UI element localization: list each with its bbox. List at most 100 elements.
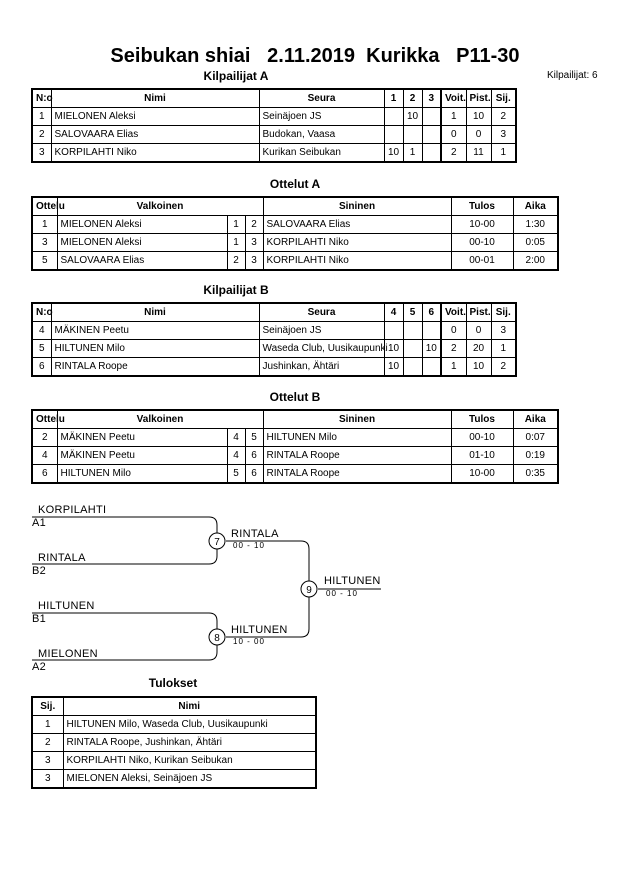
cell-time: 0:05	[512, 233, 559, 252]
sf2-top-seed: B1	[32, 613, 46, 625]
table-row: 5 SALOVAARA Elias 2 3 KORPILAHTI Niko 00…	[31, 251, 559, 271]
col-name: Nimi	[50, 88, 260, 108]
cell-points: 10	[465, 107, 492, 126]
cell-rank: 2	[490, 357, 517, 377]
table-row: 3 MIELONEN Aleksi 1 3 KORPILAHTI Niko 00…	[31, 233, 559, 252]
results-heading: Tulokset	[148, 676, 198, 690]
cell-time: 0:07	[512, 428, 559, 447]
col-r1: 4	[383, 302, 404, 322]
sf2-match-number: 8	[214, 633, 220, 644]
col-match: Ottelu	[31, 196, 65, 216]
cell-result: 10-00	[450, 215, 514, 234]
col-white: Valkoinen	[56, 409, 264, 429]
cell-match: 3	[31, 233, 58, 252]
cell-blue-no: 6	[244, 446, 264, 465]
cell-points: 10	[465, 357, 492, 377]
pool-a-heading: Kilpailijat A	[203, 69, 269, 83]
matches-a-header-row: Ottelu Valkoinen Sininen Tulos Aika	[31, 196, 559, 216]
cell-rank: 3	[31, 769, 64, 789]
cell-entry: KORPILAHTI Niko, Kurikan Seibukan	[62, 751, 317, 770]
cell-r2	[402, 125, 423, 144]
col-time: Aika	[512, 409, 559, 429]
cell-blue: SALOVAARA Elias	[262, 215, 452, 234]
final-bracket-line	[226, 540, 310, 638]
cell-blue: KORPILAHTI Niko	[262, 251, 452, 271]
col-points: Pist.	[465, 302, 492, 322]
cell-r2	[402, 357, 423, 377]
cell-r1	[383, 107, 404, 126]
cell-club: Kurikan Seibukan	[258, 143, 385, 163]
cell-wins: 2	[440, 143, 467, 163]
cell-r3	[421, 107, 442, 126]
cell-white-no: 1	[226, 233, 246, 252]
cell-points: 20	[465, 339, 492, 358]
col-no: N:o	[31, 302, 53, 322]
cell-club: Jushinkan, Ähtäri	[258, 357, 385, 377]
cell-no: 1	[31, 107, 52, 126]
cell-r2: 1	[402, 143, 423, 163]
cell-white: SALOVAARA Elias	[56, 251, 228, 271]
cell-match: 2	[31, 428, 58, 447]
col-club: Seura	[258, 302, 385, 322]
cell-club: Waseda Club, Uusikaupunki	[258, 339, 388, 358]
cell-entry: RINTALA Roope, Jushinkan, Ähtäri	[62, 733, 317, 752]
col-r3: 3	[421, 88, 442, 108]
col-name: Nimi	[50, 302, 260, 322]
cell-result: 00-10	[450, 428, 514, 447]
table-row: 3 MIELONEN Aleksi, Seinäjoen JS	[31, 769, 317, 789]
cell-name: MÄKINEN Peetu	[50, 321, 260, 340]
pool-a-header-row: N:o Nimi Seura 1 2 3 Voit. Pist. Sij.	[31, 88, 517, 108]
col-time: Aika	[512, 196, 559, 216]
col-no: N:o	[31, 88, 53, 108]
cell-white: MÄKINEN Peetu	[56, 446, 228, 465]
cell-time: 1:30	[512, 215, 559, 234]
results-header-row: Sij. Nimi	[31, 696, 317, 716]
col-match: Ottelu	[31, 409, 65, 429]
cell-rank: 3	[31, 751, 64, 770]
col-rank: Sij.	[31, 696, 64, 716]
cell-wins: 2	[440, 339, 467, 358]
col-club: Seura	[258, 88, 385, 108]
cell-rank: 1	[490, 339, 517, 358]
pool-a-table: N:o Nimi Seura 1 2 3 Voit. Pist. Sij. 1 …	[31, 88, 517, 163]
cell-rank: 2	[490, 107, 517, 126]
table-row: 2 RINTALA Roope, Jushinkan, Ähtäri	[31, 733, 317, 752]
table-row: 3 KORPILAHTI Niko, Kurikan Seibukan	[31, 751, 317, 770]
cell-match: 6	[31, 464, 58, 484]
cell-r1: 10	[383, 357, 404, 377]
cell-r3	[421, 143, 442, 163]
cell-white-no: 2	[226, 251, 246, 271]
cell-result: 10-00	[450, 464, 514, 484]
cell-match: 5	[31, 251, 58, 271]
sf1-top-name: KORPILAHTI	[38, 504, 106, 516]
col-points: Pist.	[465, 88, 492, 108]
cell-white: MIELONEN Aleksi	[56, 233, 228, 252]
sf2-score: 10 - 00	[233, 637, 265, 646]
col-result: Tulos	[450, 196, 514, 216]
cell-no: 6	[31, 357, 52, 377]
col-wins: Voit.	[440, 302, 467, 322]
col-r3: 6	[421, 302, 442, 322]
cell-no: 3	[31, 143, 52, 163]
cell-r3	[421, 125, 442, 144]
cell-r2	[402, 321, 423, 340]
table-row: 6 RINTALA Roope Jushinkan, Ähtäri 10 1 1…	[31, 357, 517, 377]
page-title: Seibukan shiai 2.11.2019 Kurikka P11-30	[110, 45, 520, 67]
cell-r1: 10	[383, 143, 404, 163]
cell-name: MIELONEN Aleksi	[50, 107, 260, 126]
col-rank: Sij.	[490, 302, 517, 322]
bracket-diagram: KORPILAHTI A1 RINTALA B2 7 RINTALA 00 - …	[32, 504, 381, 673]
pool-b-table: N:o Nimi Seura 4 5 6 Voit. Pist. Sij. 4 …	[31, 302, 517, 377]
matches-b-table: Ottelu Valkoinen Sininen Tulos Aika 2 MÄ…	[31, 409, 560, 484]
final-score: 00 - 10	[326, 589, 358, 598]
cell-result: 00-01	[450, 251, 514, 271]
cell-r1	[383, 321, 404, 340]
cell-match: 4	[31, 446, 58, 465]
table-row: 6 HILTUNEN Milo 5 6 RINTALA Roope 10-00 …	[31, 464, 559, 484]
pool-b-header-row: N:o Nimi Seura 4 5 6 Voit. Pist. Sij.	[31, 302, 517, 322]
sf1-bottom-seed: B2	[32, 565, 46, 577]
cell-match: 1	[31, 215, 58, 234]
results-table: Sij. Nimi 1 HILTUNEN Milo, Waseda Club, …	[31, 696, 317, 789]
cell-points: 0	[465, 125, 492, 144]
cell-r1	[383, 125, 404, 144]
